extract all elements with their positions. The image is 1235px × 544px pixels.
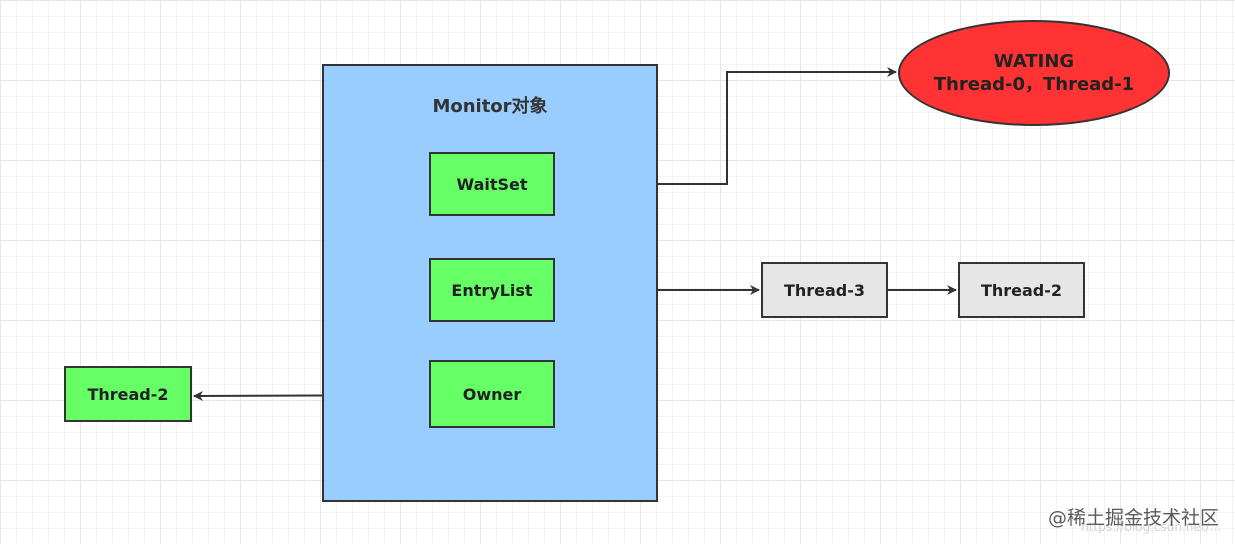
entrylist-box: EntryList [429, 258, 555, 322]
owner-label: Owner [462, 384, 522, 404]
faint-url-watermark: https://blog.csdn.net/... [1081, 520, 1221, 534]
owner-thread-2-label: Thread-2 [87, 384, 169, 404]
waiting-thread-list: Thread-0，Thread-1 [933, 74, 1135, 95]
waitset-box: WaitSet [429, 152, 555, 216]
entrylist-label: EntryList [451, 280, 533, 300]
entry-queue-thread-3-box: Thread-3 [761, 262, 888, 318]
entry-queue-thread-2-label: Thread-2 [980, 280, 1063, 300]
entry-queue-thread-3-label: Thread-3 [783, 280, 866, 300]
monitor-title: Monitor对象 [432, 96, 548, 117]
waitset-label: WaitSet [456, 174, 528, 194]
waiting-threads-ellipse: WATING Thread-0，Thread-1 [898, 20, 1170, 126]
waiting-title: WATING [993, 50, 1075, 72]
owner-box: Owner [429, 360, 555, 428]
site-watermark: @稀土掘金技术社区 [1047, 507, 1219, 529]
entry-queue-thread-2-box: Thread-2 [958, 262, 1085, 318]
owner-thread-2-box: Thread-2 [64, 366, 192, 422]
